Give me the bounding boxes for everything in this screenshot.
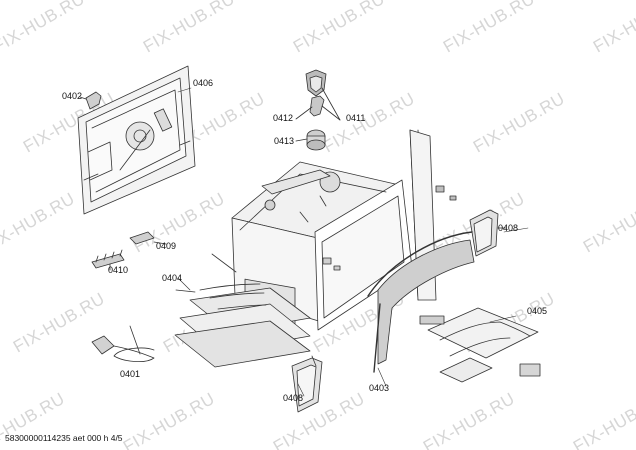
- callout-0408-top: 0408: [498, 223, 519, 233]
- callout-0403: 0403: [369, 383, 390, 393]
- callout-0402: 0402: [62, 91, 83, 101]
- callout-0401: 0401: [120, 369, 141, 379]
- callout-0412: 0412: [273, 113, 294, 123]
- callout-0413: 0413: [274, 136, 295, 146]
- hinge-bracket-0408-top-part: [469, 209, 507, 257]
- back-panel-part: [77, 65, 196, 215]
- door-seal-part: [367, 231, 475, 373]
- cable-0401-part: [91, 325, 155, 362]
- callout-0409: 0409: [156, 241, 177, 251]
- document-footer: 58300000114235 aet 000 h 4/5: [5, 433, 123, 443]
- callout-0405: 0405: [527, 306, 548, 316]
- callout-0404: 0404: [162, 273, 183, 283]
- callout-0410: 0410: [108, 265, 129, 275]
- callout-0406: 0406: [193, 78, 214, 88]
- callout-0408-bottom: 0408: [283, 393, 304, 403]
- callout-0411: 0411: [346, 113, 366, 123]
- leader-lines: [177, 87, 529, 397]
- hinge-bracket-0408-bottom-part: [291, 355, 323, 413]
- knob-parts: [295, 69, 341, 151]
- bottom-heater-part: [174, 253, 311, 368]
- screw-parts: [435, 185, 457, 201]
- grill-element-part: [419, 307, 541, 383]
- terminal-parts: [91, 231, 167, 271]
- bracket-0402-part: [79, 91, 102, 110]
